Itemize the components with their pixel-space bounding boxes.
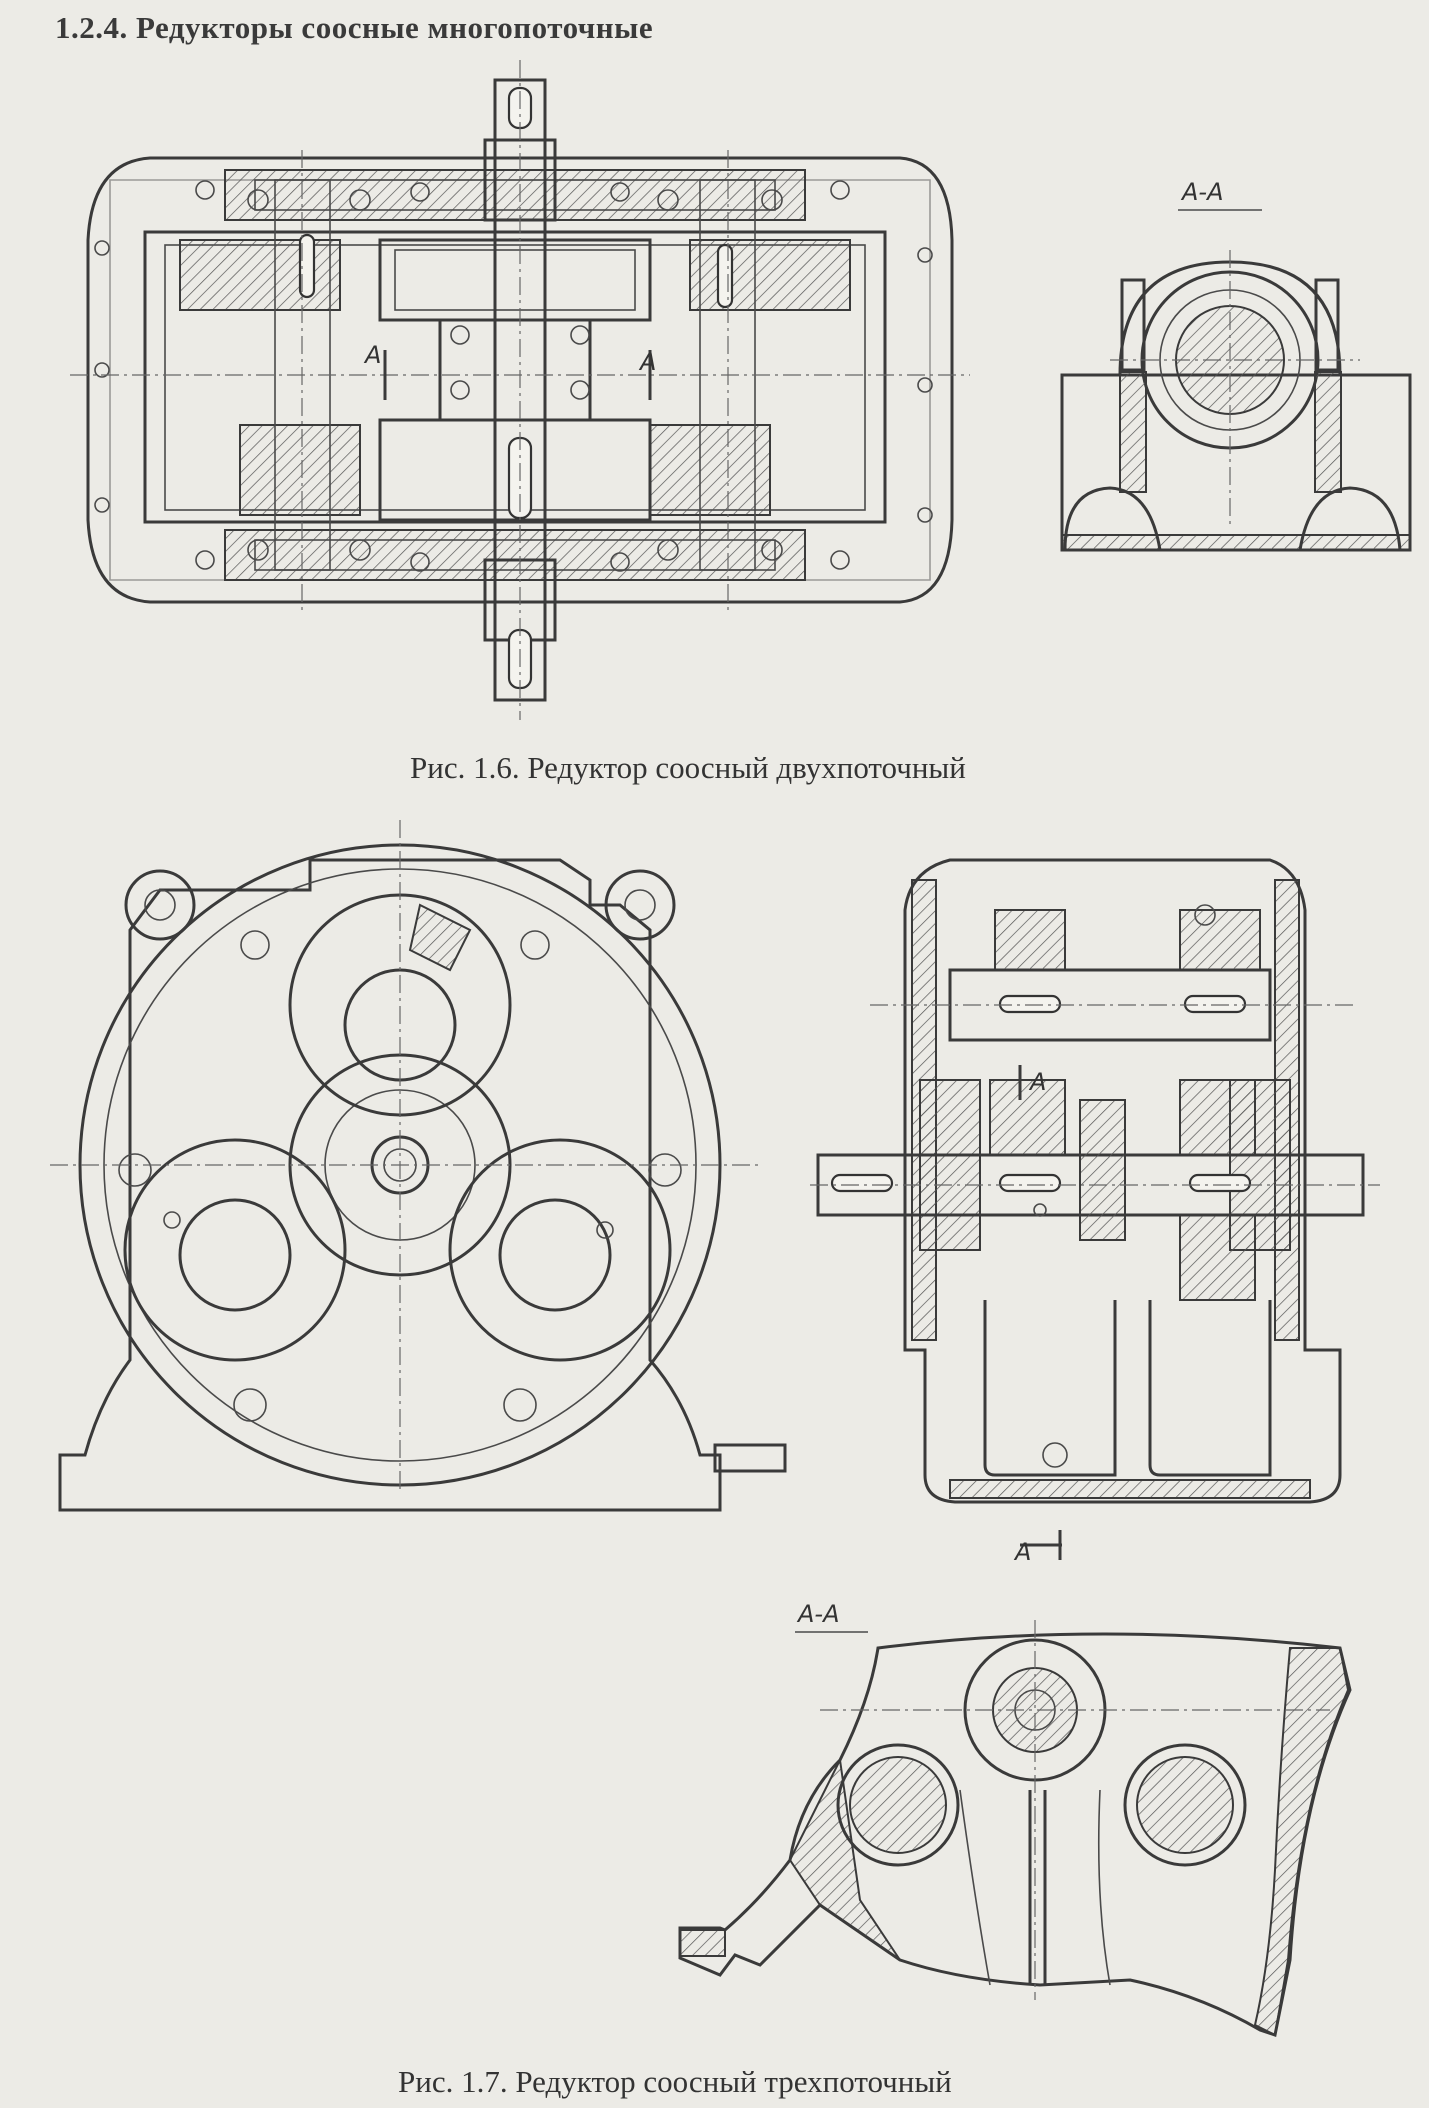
section-mark-a-bottom: А — [1013, 1538, 1031, 1566]
section-title-aa-fig16: А-А — [1180, 178, 1224, 206]
section-heading: 1.2.4. Редукторы соосные многопоточные — [55, 10, 654, 45]
fig-1-6-section-aa — [1060, 209, 1412, 552]
fig-1-7-front-view — [50, 820, 787, 1512]
section-mark-a-side: А — [1028, 1068, 1046, 1096]
figure-1-7-caption: Рис. 1.7. Редуктор соосный трехпоточный — [398, 2064, 952, 2099]
figure-1-6-caption: Рис. 1.6. Редуктор соосный двухпоточный — [410, 750, 966, 785]
fig-1-6-plan-view — [70, 60, 970, 720]
fig-1-7-section-aa — [678, 1620, 1352, 2037]
section-title-aa-fig17: А-А — [796, 1600, 840, 1628]
section-mark-a-left: А — [363, 341, 381, 369]
fig-1-7-side-section — [810, 858, 1380, 1560]
section-mark-a-right: А — [638, 348, 656, 376]
